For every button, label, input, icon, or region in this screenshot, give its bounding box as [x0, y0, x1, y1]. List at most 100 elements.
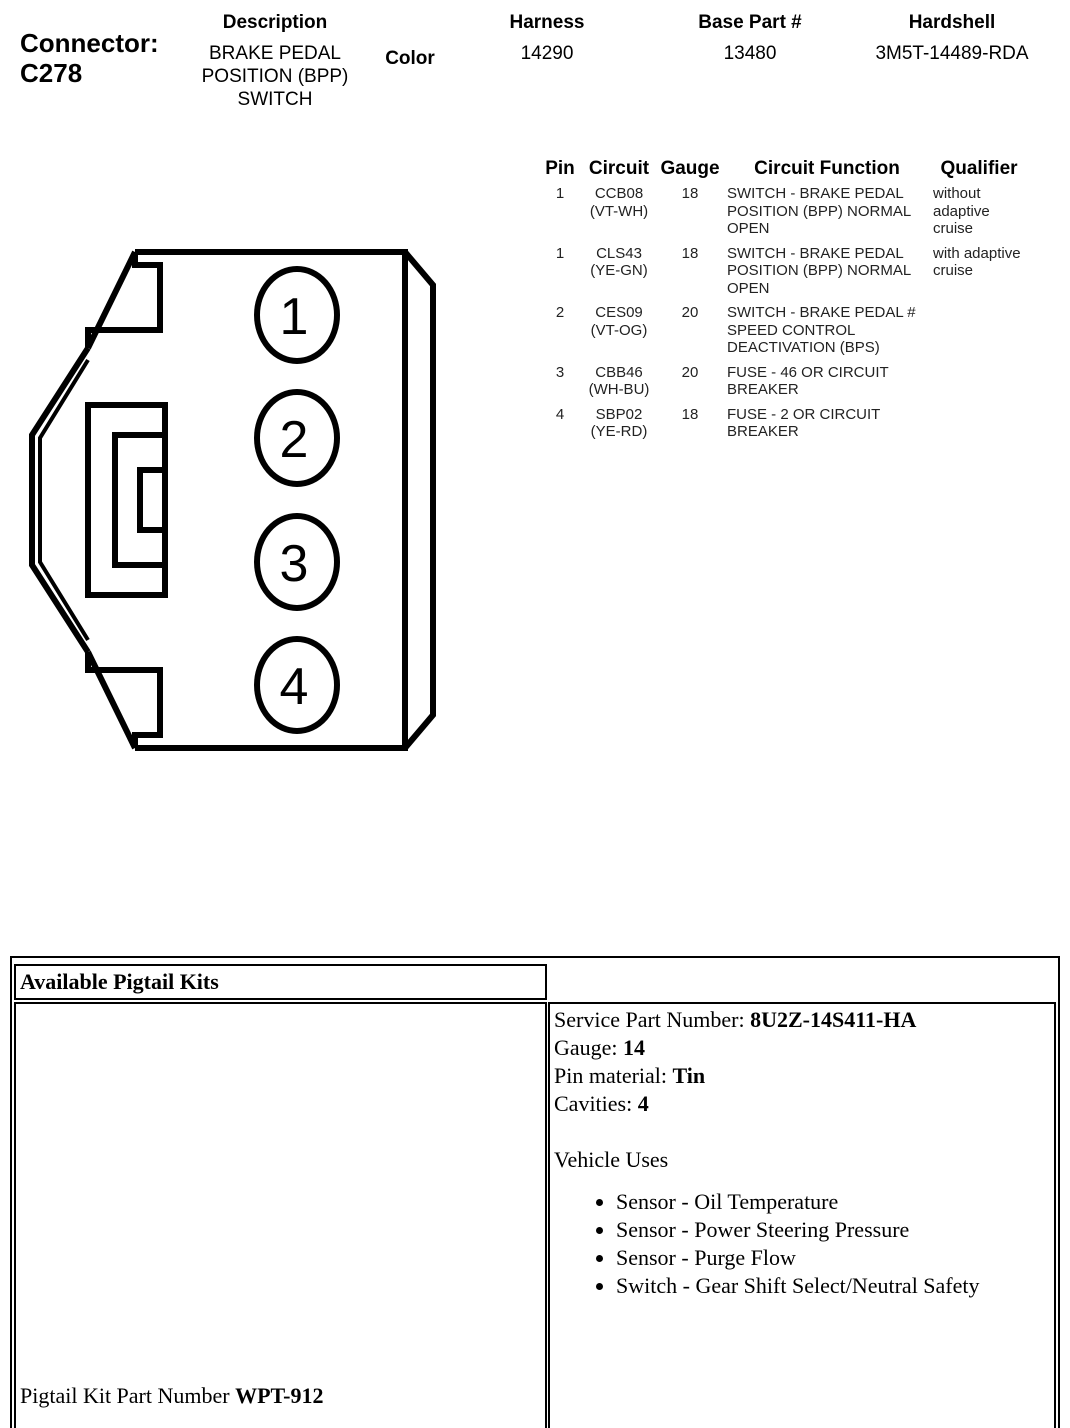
gauge-header: Gauge — [660, 158, 720, 179]
function-line: OPEN — [727, 220, 770, 237]
cavity-label-2: 2 — [280, 411, 309, 469]
circuit-code: SBP02 — [595, 405, 643, 423]
vehicle-uses-list: Sensor - Oil Temperature Sensor - Power … — [554, 1188, 1049, 1300]
circuit-color: (YE-GN) — [590, 262, 648, 279]
connector-label: Connector: — [20, 28, 159, 58]
function-line: SPEED CONTROL — [727, 321, 856, 339]
list-item: Sensor - Power Steering Pressure — [616, 1216, 1049, 1244]
connector-bottom-step — [85, 652, 163, 748]
pin-cell: 4 — [555, 405, 565, 423]
list-item: Switch - Gear Shift Select/Neutral Safet… — [616, 1272, 1049, 1300]
gauge-cell: 18 — [681, 405, 699, 423]
gauge-cell: 20 — [681, 363, 699, 381]
function-line: POSITION (BPP) NORMAL — [727, 262, 912, 279]
qualifier-cell — [930, 364, 1028, 406]
pigtail-title: Available Pigtail Kits — [20, 969, 219, 994]
gauge-line: Gauge: 14 — [554, 1034, 1049, 1062]
base-part-header: Base Part # — [698, 12, 802, 33]
function-line: BREAKER — [727, 381, 799, 398]
connector-id: C278 — [20, 58, 83, 88]
kit-part-value: WPT-912 — [235, 1383, 324, 1408]
pin-cell: 1 — [555, 185, 565, 202]
pin-cell: 3 — [555, 363, 565, 381]
cavity-label-4: 4 — [280, 658, 309, 716]
circuit-header: Circuit — [588, 158, 650, 179]
connector-latch-outer — [85, 402, 168, 598]
pigtail-image-cell: Pigtail Kit Part Number WPT-912 — [14, 1002, 547, 1428]
pigtail-kit-part: Pigtail Kit Part Number WPT-912 — [20, 1382, 324, 1410]
function-line: DEACTIVATION (BPS) — [727, 339, 880, 356]
function-line: SWITCH - BRAKE PEDAL — [727, 244, 904, 262]
gauge-label: Gauge: — [554, 1035, 624, 1060]
list-item: Sensor - Oil Temperature — [616, 1188, 1049, 1216]
qualifier-line: cruise — [933, 220, 974, 237]
qualifier-cell — [930, 304, 1028, 364]
pin-material-value: Tin — [672, 1063, 706, 1088]
cavity-label-3: 3 — [280, 535, 309, 593]
cavity-label-1: 1 — [280, 288, 309, 346]
circuit-cell: CLS43(YE-GN) — [582, 245, 656, 305]
pigtail-details-cell: Service Part Number: 8U2Z-14S411-HA Gaug… — [548, 1002, 1056, 1428]
qualifier-header: Qualifier — [940, 158, 1018, 179]
circuit-code: CES09 — [595, 304, 643, 321]
connector-top-step — [85, 252, 163, 348]
pin-cell: 2 — [555, 304, 565, 321]
gauge-cell: 18 — [681, 244, 699, 262]
connector-heading: Connector: C278 — [20, 28, 159, 88]
connector-right-ridge — [402, 250, 436, 750]
circuit-cell: CCB08(VT-WH) — [582, 185, 656, 245]
qualifier-line: without — [933, 185, 981, 202]
function-line: OPEN — [727, 279, 770, 297]
function-line: SWITCH - BRAKE PEDAL # — [727, 304, 916, 321]
cavity-1 — [254, 266, 340, 364]
vehicle-uses-label: Vehicle Uses — [554, 1147, 669, 1172]
pin-material-line: Pin material: Tin — [554, 1062, 1049, 1090]
description-line: POSITION (BPP) — [201, 66, 349, 87]
connector-body-outline — [135, 249, 408, 751]
pin-cell: 1 — [555, 244, 565, 262]
circuit-color: (YE-RD) — [590, 423, 648, 440]
cavity-4 — [254, 636, 340, 734]
kit-part-label: Pigtail Kit Part Number — [20, 1383, 236, 1408]
connector-latch-inner — [137, 467, 168, 533]
cavities-line: Cavities: 4 — [554, 1090, 1049, 1118]
harness-value: 14290 — [520, 43, 574, 64]
cavity-3 — [254, 513, 340, 611]
gauge-cell: 20 — [681, 304, 699, 321]
service-part-label: Service Part Number: — [554, 1007, 751, 1032]
base-part-value: 13480 — [723, 43, 777, 64]
function-line: BREAKER — [727, 423, 799, 440]
circuit-color: (VT-WH) — [589, 202, 649, 220]
gauge-cell: 18 — [681, 185, 699, 202]
cavity-2 — [254, 389, 340, 487]
pin-header: Pin — [545, 158, 575, 179]
circuit-function-header: Circuit Function — [754, 158, 900, 179]
pin-material-label: Pin material: — [554, 1063, 673, 1088]
circuit-code: CLS43 — [596, 244, 642, 262]
pigtail-title-cell: Available Pigtail Kits — [14, 964, 547, 1000]
hardshell-value: 3M5T-14489-RDA — [875, 43, 1029, 64]
harness-header: Harness — [509, 12, 585, 33]
list-item: Sensor - Purge Flow — [616, 1244, 1049, 1272]
function-line: FUSE - 46 OR CIRCUIT — [727, 363, 889, 381]
circuit-code: CBB46 — [595, 363, 643, 381]
table-row: 2 CES09(VT-OG) 20 SWITCH - BRAKE PEDAL #… — [538, 304, 1028, 364]
connector-face-diagram: 1 2 3 4 — [29, 249, 436, 751]
pigtail-details: Service Part Number: 8U2Z-14S411-HA Gaug… — [554, 1006, 1049, 1300]
description-value: BRAKE PEDAL POSITION (BPP) SWITCH — [165, 42, 385, 111]
connector-left-nose — [29, 346, 91, 654]
pin-table: Pin Circuit Gauge Circuit Function Quali… — [538, 158, 1028, 448]
description-header: Description — [222, 12, 328, 33]
service-part-line: Service Part Number: 8U2Z-14S411-HA — [554, 1006, 1049, 1034]
circuit-color: (WH-BU) — [588, 381, 650, 398]
